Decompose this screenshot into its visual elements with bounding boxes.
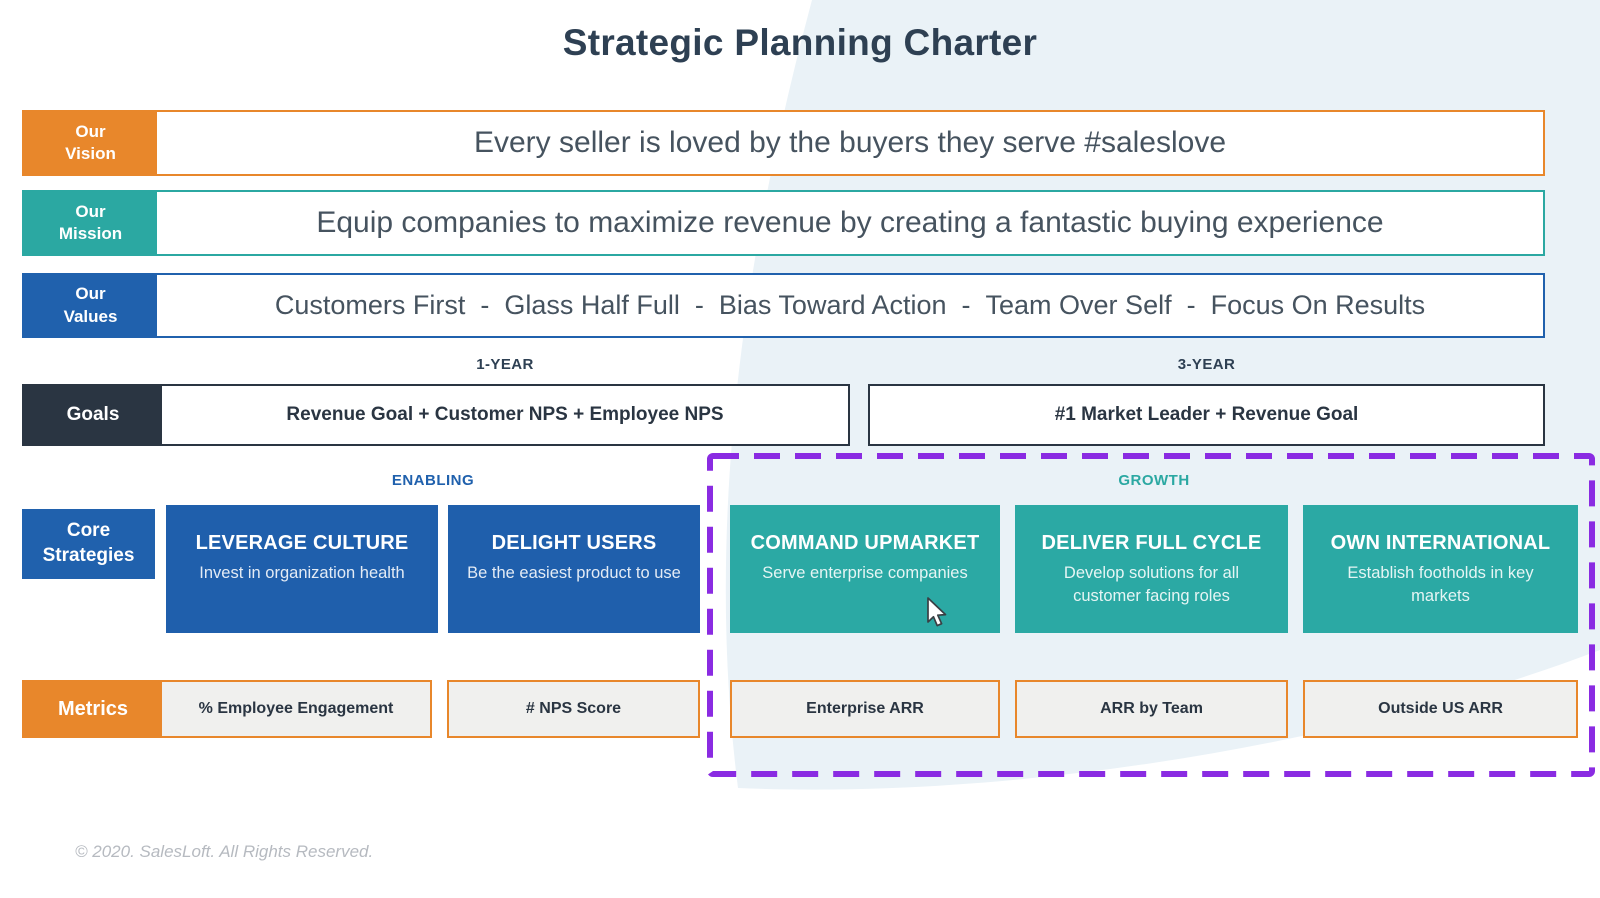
values-text: Customers First - Glass Half Full - Bias…: [157, 275, 1543, 336]
strategy-box-deliver-full-cycle: DELIVER FULL CYCLE Develop solutions for…: [1015, 505, 1288, 633]
values-row: Our Values Customers First - Glass Half …: [22, 273, 1545, 338]
metric-nps-score: # NPS Score: [447, 680, 700, 738]
strategy-box-leverage-culture: LEVERAGE CULTURE Invest in organization …: [166, 505, 438, 633]
strategy-title: COMMAND UPMARKET: [750, 532, 980, 554]
vision-text: Every seller is loved by the buyers they…: [157, 112, 1543, 174]
goal-3-year: #1 Market Leader + Revenue Goal: [868, 384, 1545, 446]
core-strategies-label: Core Strategies: [22, 509, 155, 579]
strategy-title: DELIGHT USERS: [491, 532, 657, 554]
copyright-text: © 2020. SalesLoft. All Rights Reserved.: [75, 842, 374, 861]
goals-label: Goals: [24, 386, 162, 444]
strategy-subtitle: Establish footholds in key markets: [1347, 564, 1534, 605]
enabling-group-header: ENABLING: [391, 472, 475, 489]
growth-group-outline: [707, 453, 1595, 777]
strategy-title: OWN INTERNATIONAL: [1330, 532, 1551, 554]
strategy-subtitle: Invest in organization health: [199, 564, 405, 582]
strategy-box-command-upmarket: COMMAND UPMARKET Serve enterprise compan…: [730, 505, 1000, 633]
metric-outside-us-arr: Outside US ARR: [1303, 680, 1578, 738]
metrics-unit: Metrics % Employee Engagement: [22, 680, 432, 738]
mission-text: Equip companies to maximize revenue by c…: [157, 192, 1543, 254]
values-label: Our Values: [24, 275, 157, 336]
metric-enterprise-arr: Enterprise ARR: [730, 680, 1000, 738]
goal-1-year: Revenue Goal + Customer NPS + Employee N…: [162, 386, 848, 444]
page-title: Strategic Planning Charter: [562, 22, 1038, 63]
one-year-header: 1-YEAR: [476, 356, 534, 373]
strategy-subtitle: Serve enterprise companies: [762, 564, 968, 582]
vision-label: Our Vision: [24, 112, 157, 174]
strategy-title: LEVERAGE CULTURE: [195, 532, 409, 554]
three-year-header: 3-YEAR: [1177, 356, 1236, 373]
mission-label: Our Mission: [24, 192, 157, 254]
strategy-box-own-international: OWN INTERNATIONAL Establish footholds in…: [1303, 505, 1578, 633]
mouse-cursor: [927, 597, 947, 627]
growth-group-header: GROWTH: [1118, 472, 1190, 489]
mission-row: Our Mission Equip companies to maximize …: [22, 190, 1545, 256]
strategy-subtitle: Develop solutions for all customer facin…: [1063, 564, 1240, 605]
metric-arr-by-team: ARR by Team: [1015, 680, 1288, 738]
metric-employee-engagement: % Employee Engagement: [162, 682, 430, 736]
strategy-subtitle: Be the easiest product to use: [467, 564, 681, 582]
goals-1-year-unit: Goals Revenue Goal + Customer NPS + Empl…: [22, 384, 850, 446]
strategy-box-delight-users: DELIGHT USERS Be the easiest product to …: [448, 505, 700, 633]
vision-row: Our Vision Every seller is loved by the …: [22, 110, 1545, 176]
metrics-label: Metrics: [24, 682, 162, 736]
strategy-title: DELIVER FULL CYCLE: [1041, 532, 1262, 554]
